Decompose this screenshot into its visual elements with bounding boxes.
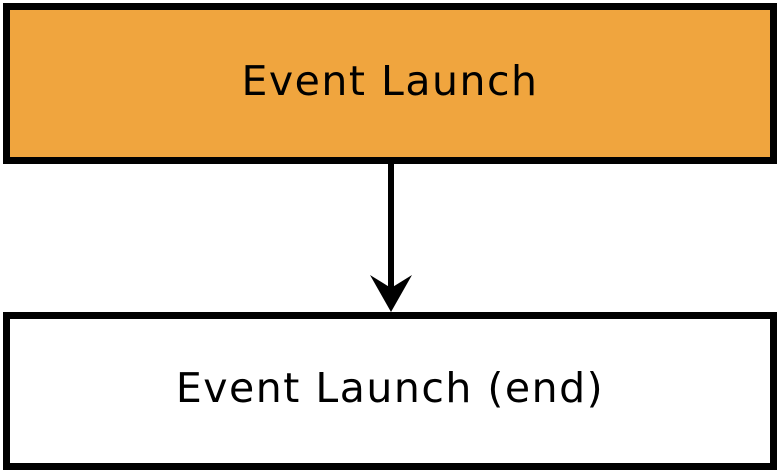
node-event-launch-label: Event Launch xyxy=(241,56,539,105)
arrowhead-icon xyxy=(370,275,412,312)
node-event-launch: Event Launch xyxy=(3,3,777,164)
node-event-launch-end: Event Launch (end) xyxy=(3,312,777,470)
node-event-launch-end-label: Event Launch (end) xyxy=(175,364,605,413)
arrow-connector xyxy=(370,164,412,312)
